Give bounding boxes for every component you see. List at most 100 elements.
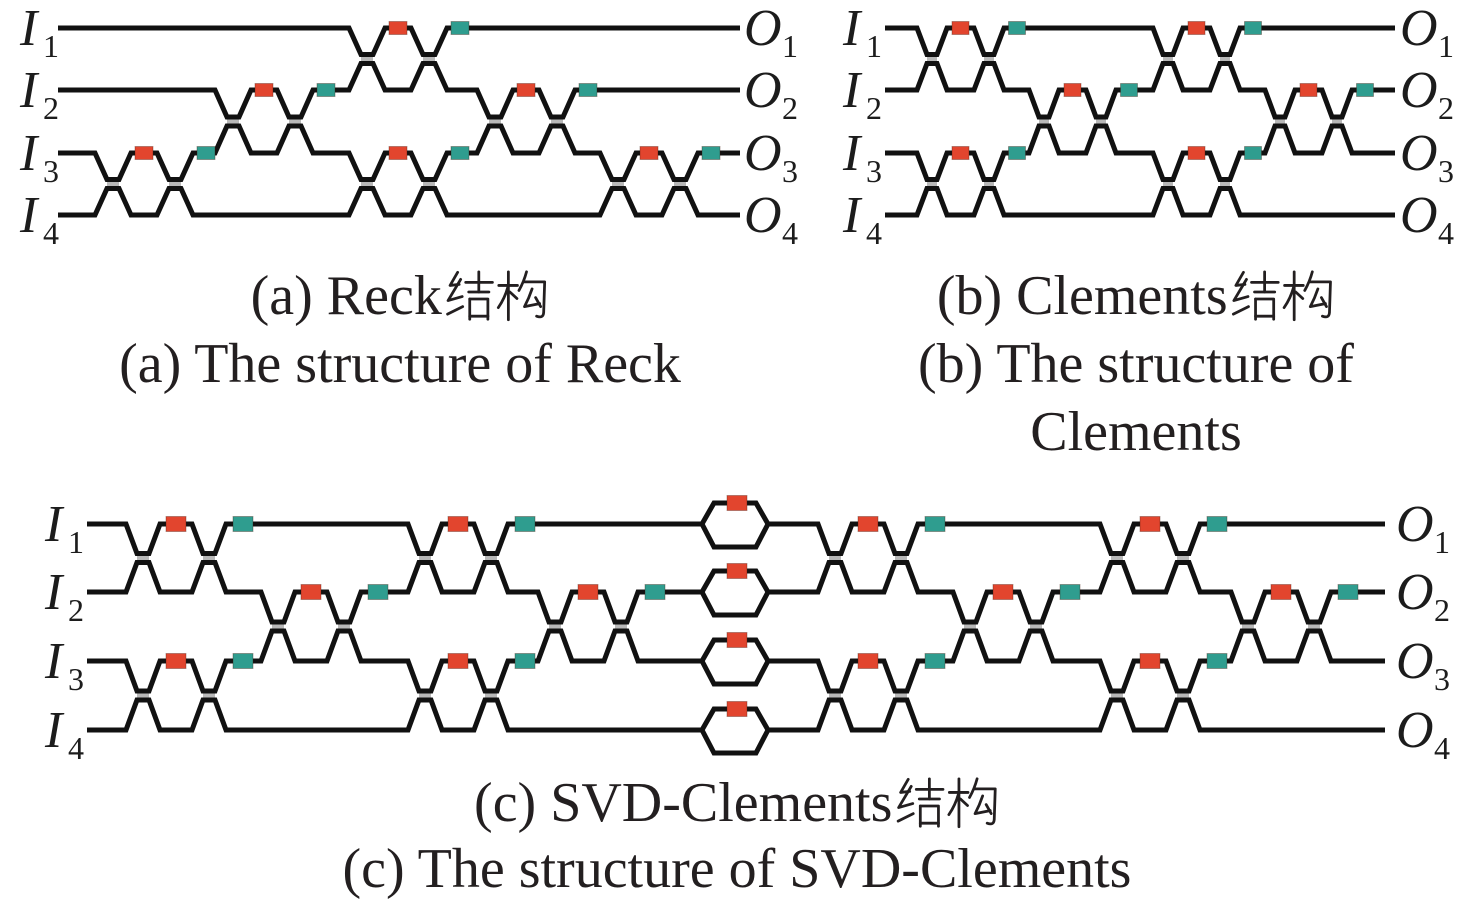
caption-latin-part: (a) Reck (251, 265, 442, 327)
diagonal-phase-shifter (726, 563, 748, 579)
external-phase-shifter (644, 584, 666, 600)
external-phase-shifter (514, 653, 536, 669)
external-phase-shifter (450, 146, 470, 160)
mzi-modes-2-3 (1039, 83, 1138, 124)
directional-coupler (419, 693, 431, 698)
directional-coupler (1163, 57, 1173, 61)
port-symbol: O (1396, 702, 1434, 759)
internal-phase-shifter (516, 83, 536, 97)
internal-phase-shifter (1139, 516, 1161, 532)
mzi-modes-1-2 (927, 21, 1026, 61)
mzi-modes-1-2 (361, 21, 470, 61)
external-phase-shifter (316, 83, 336, 97)
directional-coupler (137, 556, 149, 560)
caption: (a) Reck结构 (a) The structure of Reck (119, 265, 681, 395)
port-symbol: I (19, 0, 40, 57)
internal-phase-shifter (951, 21, 970, 35)
cjk-glyph (446, 270, 494, 321)
port-index: 3 (1434, 661, 1450, 697)
port-index: 4 (866, 215, 882, 251)
cjk-glyph (1282, 270, 1332, 322)
output-label: O1 (744, 0, 798, 64)
external-phase-shifter (450, 21, 470, 35)
caption-zh: (c) SVD-Clements结构 (474, 772, 1002, 834)
external-phase-shifter (232, 653, 254, 669)
port-symbol: I (842, 0, 863, 57)
directional-coupler (338, 624, 350, 629)
internal-phase-shifter (857, 653, 879, 669)
mzi-modes-1-2 (1111, 516, 1228, 560)
port-index: 1 (1438, 28, 1454, 64)
directional-coupler (203, 556, 215, 560)
internal-phase-shifter (639, 146, 659, 160)
directional-coupler (829, 693, 841, 698)
waveguide-mode-4 (58, 186, 740, 218)
mzi-modes-3-4 (927, 146, 1026, 186)
directional-coupler (1177, 556, 1189, 560)
mzi-modes-3-4 (829, 653, 946, 698)
components (927, 21, 1374, 186)
output-label: O4 (1400, 187, 1454, 251)
port-symbol: O (1400, 62, 1438, 119)
port-index: 2 (1438, 90, 1454, 126)
caption-en-line: (a) The structure of Reck (119, 333, 681, 395)
internal-phase-shifter (577, 584, 599, 600)
port-index: 4 (1438, 215, 1454, 251)
external-phase-shifter (367, 584, 389, 600)
port-index: 1 (68, 524, 84, 560)
caption-cjk-part: 结构 (1228, 265, 1338, 327)
directional-coupler (1096, 119, 1106, 124)
waveguide-mode-3 (885, 123, 1395, 182)
port-index: 4 (1434, 730, 1450, 766)
diagonal-phase-shifter (726, 701, 748, 717)
mzi-modes-2-3 (1242, 584, 1359, 629)
external-phase-shifter (232, 516, 254, 532)
loop-lower-arm (699, 590, 771, 618)
port-symbol: O (1400, 125, 1438, 182)
port-symbol: I (19, 62, 40, 119)
port-index: 1 (782, 28, 798, 64)
directional-coupler (485, 693, 497, 698)
mzi-modes-2-3 (964, 584, 1081, 629)
caption-latin-part: (c) SVD-Clements (474, 772, 892, 834)
port-symbol: O (744, 0, 782, 57)
caption: (c) SVD-Clements结构 (c) The structure of … (343, 772, 1132, 900)
port-symbol: O (1400, 187, 1438, 244)
diagonal-element (699, 632, 771, 687)
directional-coupler (984, 57, 994, 61)
port-symbol: O (1396, 564, 1434, 621)
directional-coupler (272, 624, 284, 629)
caption-en-line: (b) The structure of (918, 333, 1354, 395)
port-index: 3 (782, 153, 798, 189)
port-index: 2 (782, 90, 798, 126)
mzi-modes-3-4 (1163, 146, 1262, 186)
waveguide-mode-2 (58, 61, 740, 120)
port-symbol: I (842, 62, 863, 119)
waveguide-mode-4 (885, 186, 1395, 218)
caption-zh: (b) Clements结构 (937, 265, 1338, 327)
waveguide-mode-1 (885, 25, 1395, 57)
external-phase-shifter (1244, 146, 1262, 160)
directional-coupler (927, 182, 937, 186)
directional-coupler (551, 119, 563, 124)
internal-phase-shifter (992, 584, 1014, 600)
mzi-modes-2-3 (1275, 83, 1374, 124)
mzi-modes-3-4 (107, 146, 216, 186)
diagonal-phase-shifter (726, 495, 748, 511)
directional-coupler (674, 182, 686, 186)
port-symbol: O (744, 62, 782, 119)
directional-coupler (419, 556, 431, 560)
directional-coupler (1275, 119, 1285, 124)
directional-coupler (1220, 182, 1230, 186)
caption: (b) Clements结构 (b) The structure of Clem… (918, 265, 1354, 463)
output-label: O3 (1400, 125, 1454, 189)
directional-coupler (289, 119, 301, 124)
port-symbol: I (842, 187, 863, 244)
external-phase-shifter (1244, 21, 1262, 35)
caption-cjk-part: 结构 (892, 772, 1002, 834)
